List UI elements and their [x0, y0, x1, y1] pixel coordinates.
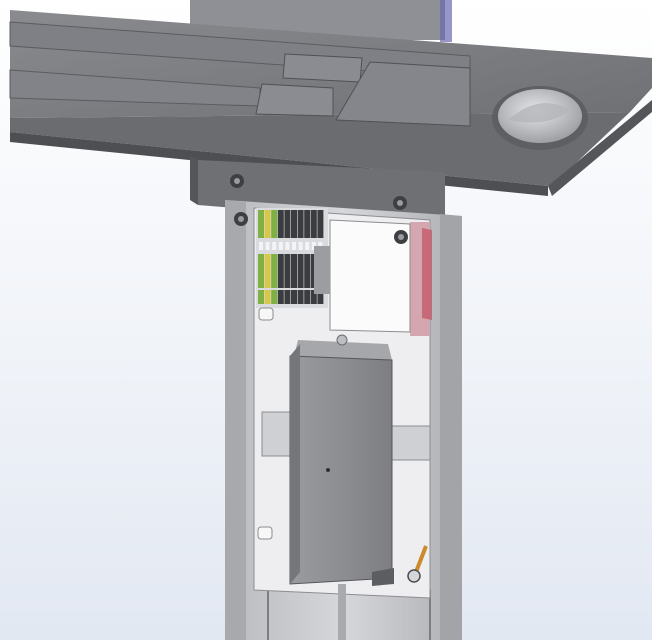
terminal-segment — [284, 290, 291, 304]
tray-front-slope — [10, 112, 630, 186]
column-left-rail — [225, 200, 246, 640]
enclosure-body — [289, 355, 393, 585]
enclosure-screw — [326, 468, 330, 472]
tray-side-edge — [548, 100, 652, 196]
terminal-segment — [264, 290, 271, 304]
enclosure-gland — [336, 334, 348, 346]
terminal-segment — [291, 210, 297, 238]
enclosure-top — [294, 340, 392, 360]
terminal-label-strip — [272, 242, 277, 250]
bracket-side — [190, 156, 198, 205]
red-accent — [422, 228, 432, 320]
terminal-segment — [258, 254, 264, 288]
enclosure-foot — [372, 568, 394, 586]
screw-center — [398, 234, 404, 240]
screw-center — [234, 178, 240, 184]
terminal-label-strip — [298, 242, 303, 250]
terminal-segment — [264, 254, 271, 288]
terminal-label-strip — [259, 242, 263, 250]
standoff-bottom — [257, 526, 273, 540]
recess-large — [335, 61, 471, 127]
terminal-segment — [304, 290, 311, 304]
terminal-label-strip — [265, 242, 270, 250]
dome-highlight — [508, 102, 570, 123]
terminal-segment — [297, 254, 304, 288]
screw-center — [397, 200, 403, 206]
sensor-probe — [407, 545, 428, 583]
standoff-top — [258, 307, 274, 321]
power-enclosure — [289, 334, 394, 586]
terminal-segment — [277, 254, 284, 288]
terminal-block — [256, 208, 330, 308]
terminal-segment — [310, 210, 317, 238]
terminal-label-strip — [311, 242, 316, 250]
terminal-segment — [297, 210, 304, 238]
terminal-segment — [277, 290, 284, 304]
terminal-segment — [317, 210, 324, 238]
mount-screws — [230, 174, 408, 244]
terminal-segment — [291, 290, 297, 304]
terminal-label-strip — [292, 242, 296, 250]
terminal-end-stop — [314, 246, 330, 294]
probe-stem — [414, 545, 428, 573]
terminal-segment — [297, 290, 304, 304]
back-panel-edge — [440, 0, 452, 42]
cable — [338, 584, 346, 640]
column-right-rail — [440, 214, 462, 640]
terminal-segment — [271, 254, 278, 288]
terminal-label-strip — [278, 242, 283, 250]
terminal-segment — [277, 210, 284, 238]
terminal-segment — [264, 210, 271, 238]
recess-small-top — [282, 53, 363, 83]
terminal-segment — [310, 290, 317, 304]
din-clip-right — [387, 425, 431, 461]
probe-base — [407, 569, 421, 583]
terminal-segment — [304, 254, 311, 288]
screw-center — [238, 216, 244, 222]
terminal-label-strip — [285, 242, 290, 250]
terminal-segment — [284, 210, 291, 238]
terminal-segment — [258, 210, 264, 238]
tray — [9, 10, 652, 196]
terminal-segment — [271, 290, 278, 304]
recess-small-bottom — [255, 83, 334, 117]
terminal-segment — [271, 210, 278, 238]
terminal-segment — [258, 290, 264, 304]
terminal-segment — [317, 290, 324, 304]
terminal-segment — [310, 254, 317, 288]
din-clip-left — [261, 411, 291, 457]
enclosure-side — [290, 344, 300, 584]
terminal-label-strip — [305, 242, 310, 250]
terminal-segment — [291, 254, 297, 288]
terminal-segment — [304, 210, 311, 238]
terminal-segment — [284, 254, 291, 288]
